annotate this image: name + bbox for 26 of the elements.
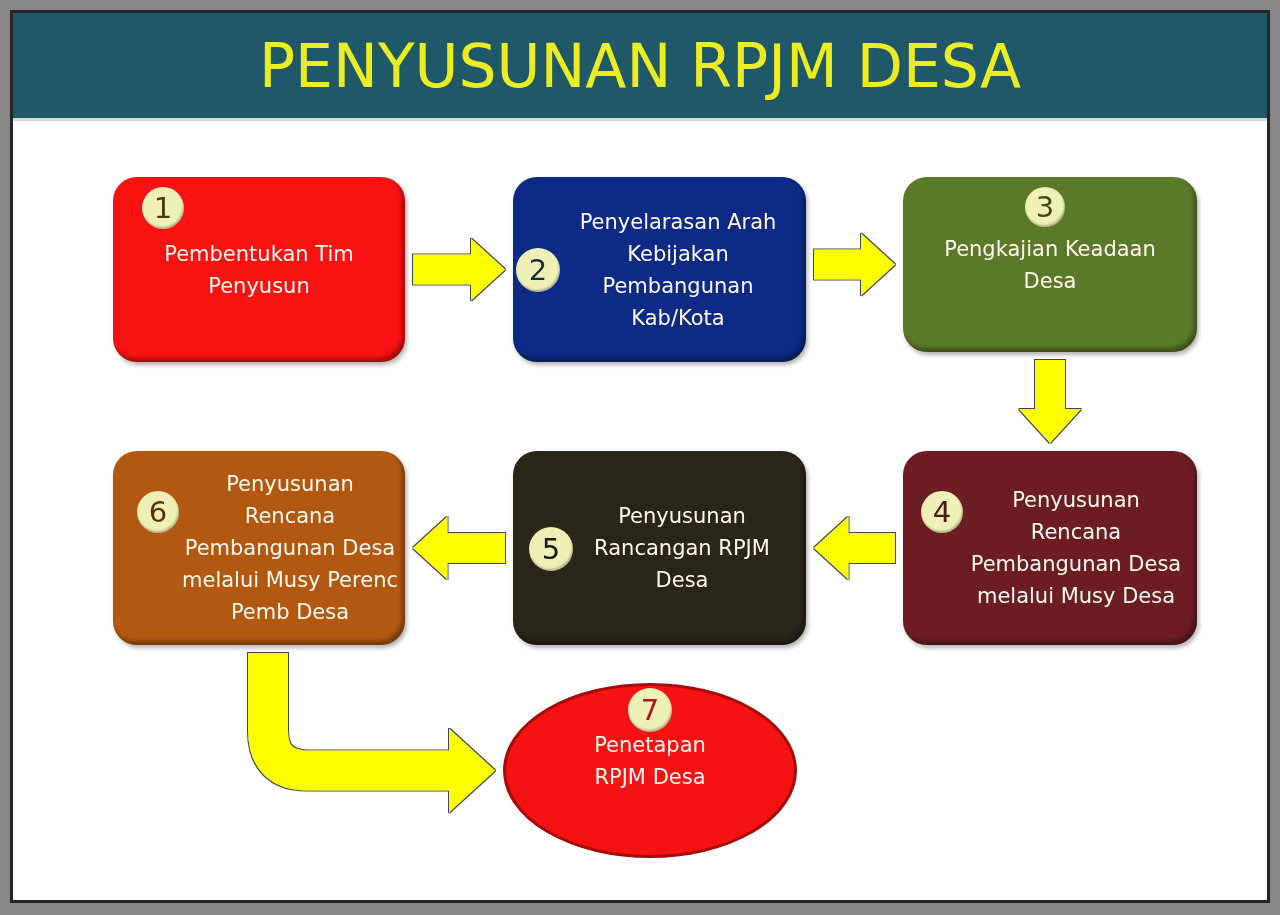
step-label: Penyusunan Rencana Pembangunan Desa melalui Musy Desa xyxy=(969,487,1183,610)
process-box xyxy=(113,177,405,362)
block-arrow xyxy=(1018,360,1082,443)
block-arrow xyxy=(814,516,895,580)
process-box xyxy=(903,451,1197,645)
block-arrow xyxy=(413,516,505,580)
process-box xyxy=(903,177,1197,352)
process-ellipse xyxy=(503,683,797,858)
step-number: 2 xyxy=(516,248,560,292)
block-arrow xyxy=(814,233,895,296)
step-label: Pembentukan Tim Penyusun xyxy=(163,240,355,300)
block-arrow xyxy=(413,238,505,301)
step-label: Penyusunan Rencana Pembangunan Desa melalui Musy Perenc Pemb Desa xyxy=(181,471,399,626)
process-box xyxy=(513,177,806,362)
step-number: 3 xyxy=(1025,187,1065,227)
step-number: 5 xyxy=(529,527,573,571)
step-label: Penyusunan Rancangan RPJM Desa xyxy=(593,503,771,594)
step-number: 6 xyxy=(137,491,179,533)
step-number: 4 xyxy=(921,491,963,533)
step-number: 1 xyxy=(142,187,184,229)
step-label: Penetapan RPJM Desa xyxy=(593,732,707,791)
step-label: Pengkajian Keadaan Desa xyxy=(943,236,1157,295)
title: PENYUSUNAN RPJM DESA xyxy=(258,32,1022,99)
process-box xyxy=(513,451,806,645)
step-label: Penyelarasan Arah Kebijakan Pembangunan Kab/Kota xyxy=(578,208,778,332)
process-box xyxy=(113,451,405,645)
